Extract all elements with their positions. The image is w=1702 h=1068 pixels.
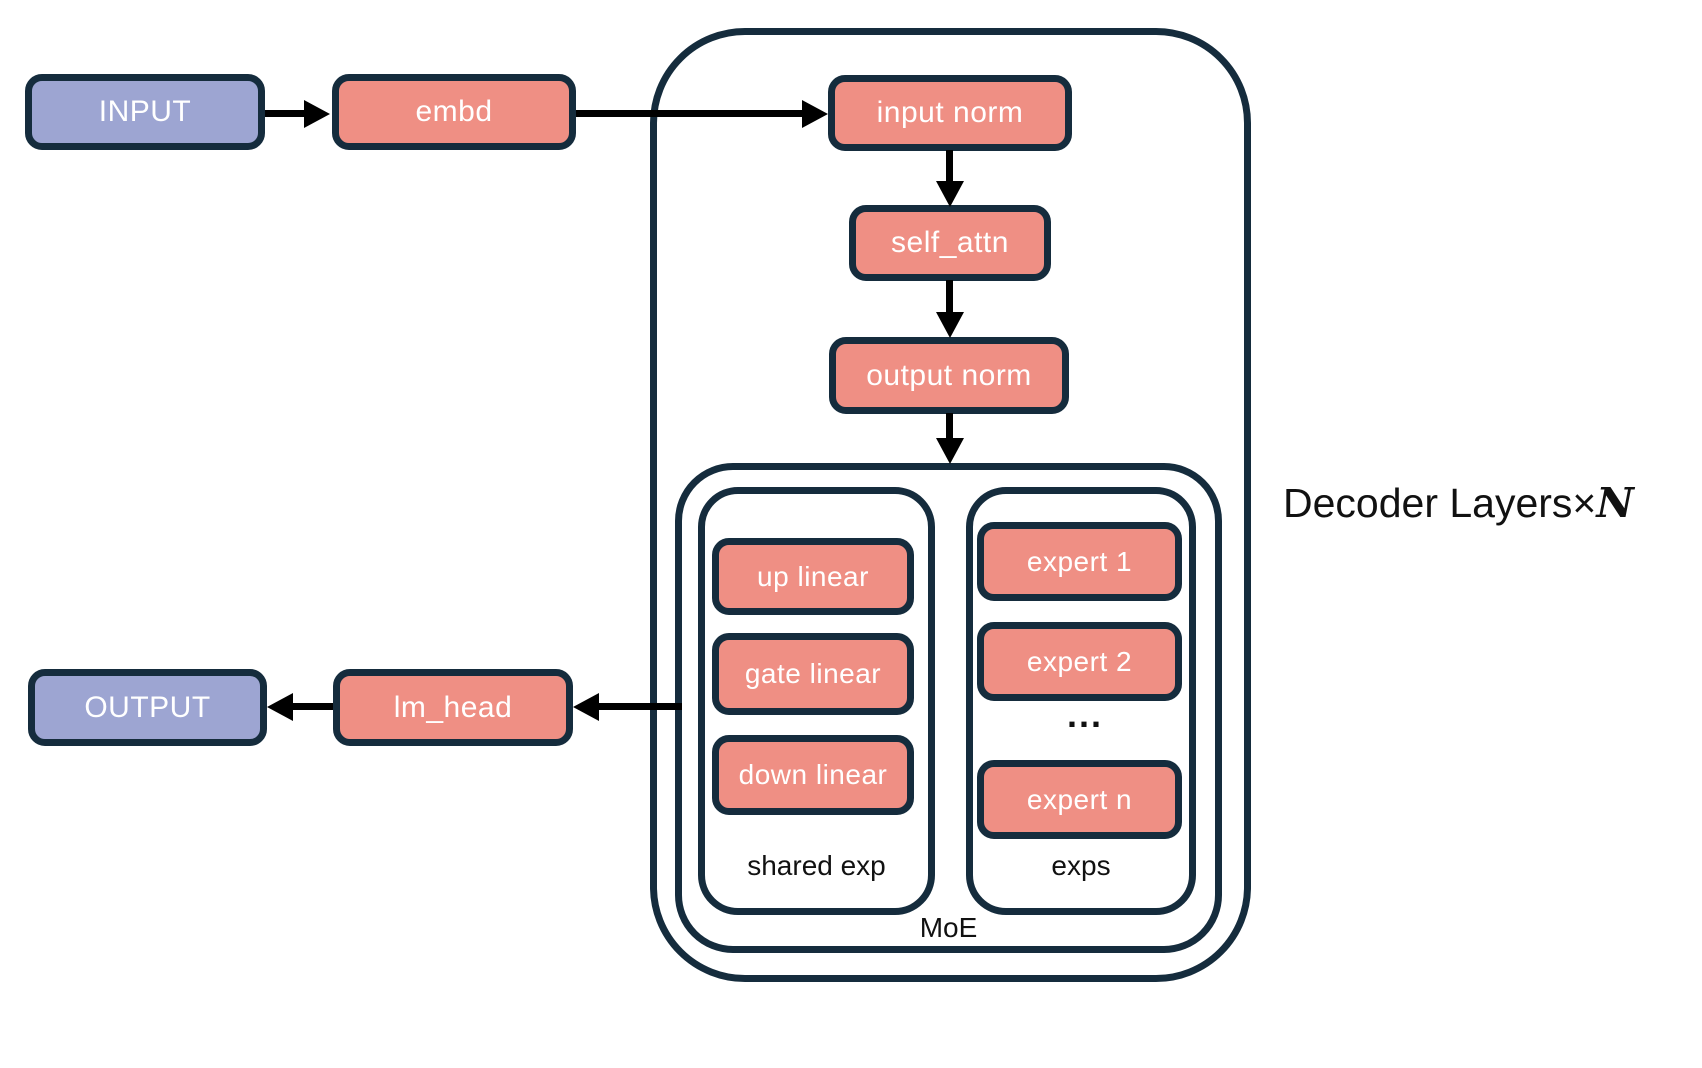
moe-label: MoE [919,912,978,943]
arrowhead-lm-head-to-output [267,693,293,721]
decoder-layers-n: N [1596,479,1634,527]
arrow-lm-head-to-output [291,703,333,710]
arrow-moe-to-lm-head [597,703,682,710]
arrowhead-input-norm-to-self-attn [936,181,964,207]
arrowhead-embd-to-input-norm [802,100,828,128]
expert-1-node: expert 1 [977,522,1182,601]
output-node: OUTPUT [28,669,267,746]
arrow-output-norm-to-moe [946,413,953,440]
shared-exp-label: shared exp [747,850,886,881]
lm-head-node: lm_head [333,669,573,746]
exps-label: exps [1051,850,1111,881]
expert-n-node: expert n [977,760,1182,839]
arrow-embd-to-input-norm [576,110,804,117]
expert-2-node: expert 2 [977,622,1182,701]
arrowhead-output-norm-to-moe [936,438,964,464]
decoder-layers-container [650,28,1251,982]
input-norm-node: input norm [828,75,1072,151]
decoder-layers-caption-text: Decoder Layers× [1283,480,1597,526]
embd-node: embd [332,74,576,150]
up-linear-node: up linear [712,538,914,615]
gate-linear-node: gate linear [712,633,914,715]
experts-ellipsis: ... [1066,694,1103,735]
arrow-self-attn-to-output-norm [946,280,953,314]
arrowhead-moe-to-lm-head [573,693,599,721]
decoder-layers-caption: Decoder Layers×N [1283,479,1634,527]
input-node: INPUT [25,74,265,150]
output-norm-node: output norm [829,337,1069,414]
self-attn-node: self_attn [849,205,1051,281]
arrow-input-to-embd [265,110,309,117]
arrowhead-input-to-embd [304,100,330,128]
arrowhead-self-attn-to-output-norm [936,312,964,338]
arrow-input-norm-to-self-attn [946,150,953,183]
down-linear-node: down linear [712,735,914,815]
shared-exp-container: shared exp [698,487,935,915]
exps-container: exps [966,487,1196,915]
